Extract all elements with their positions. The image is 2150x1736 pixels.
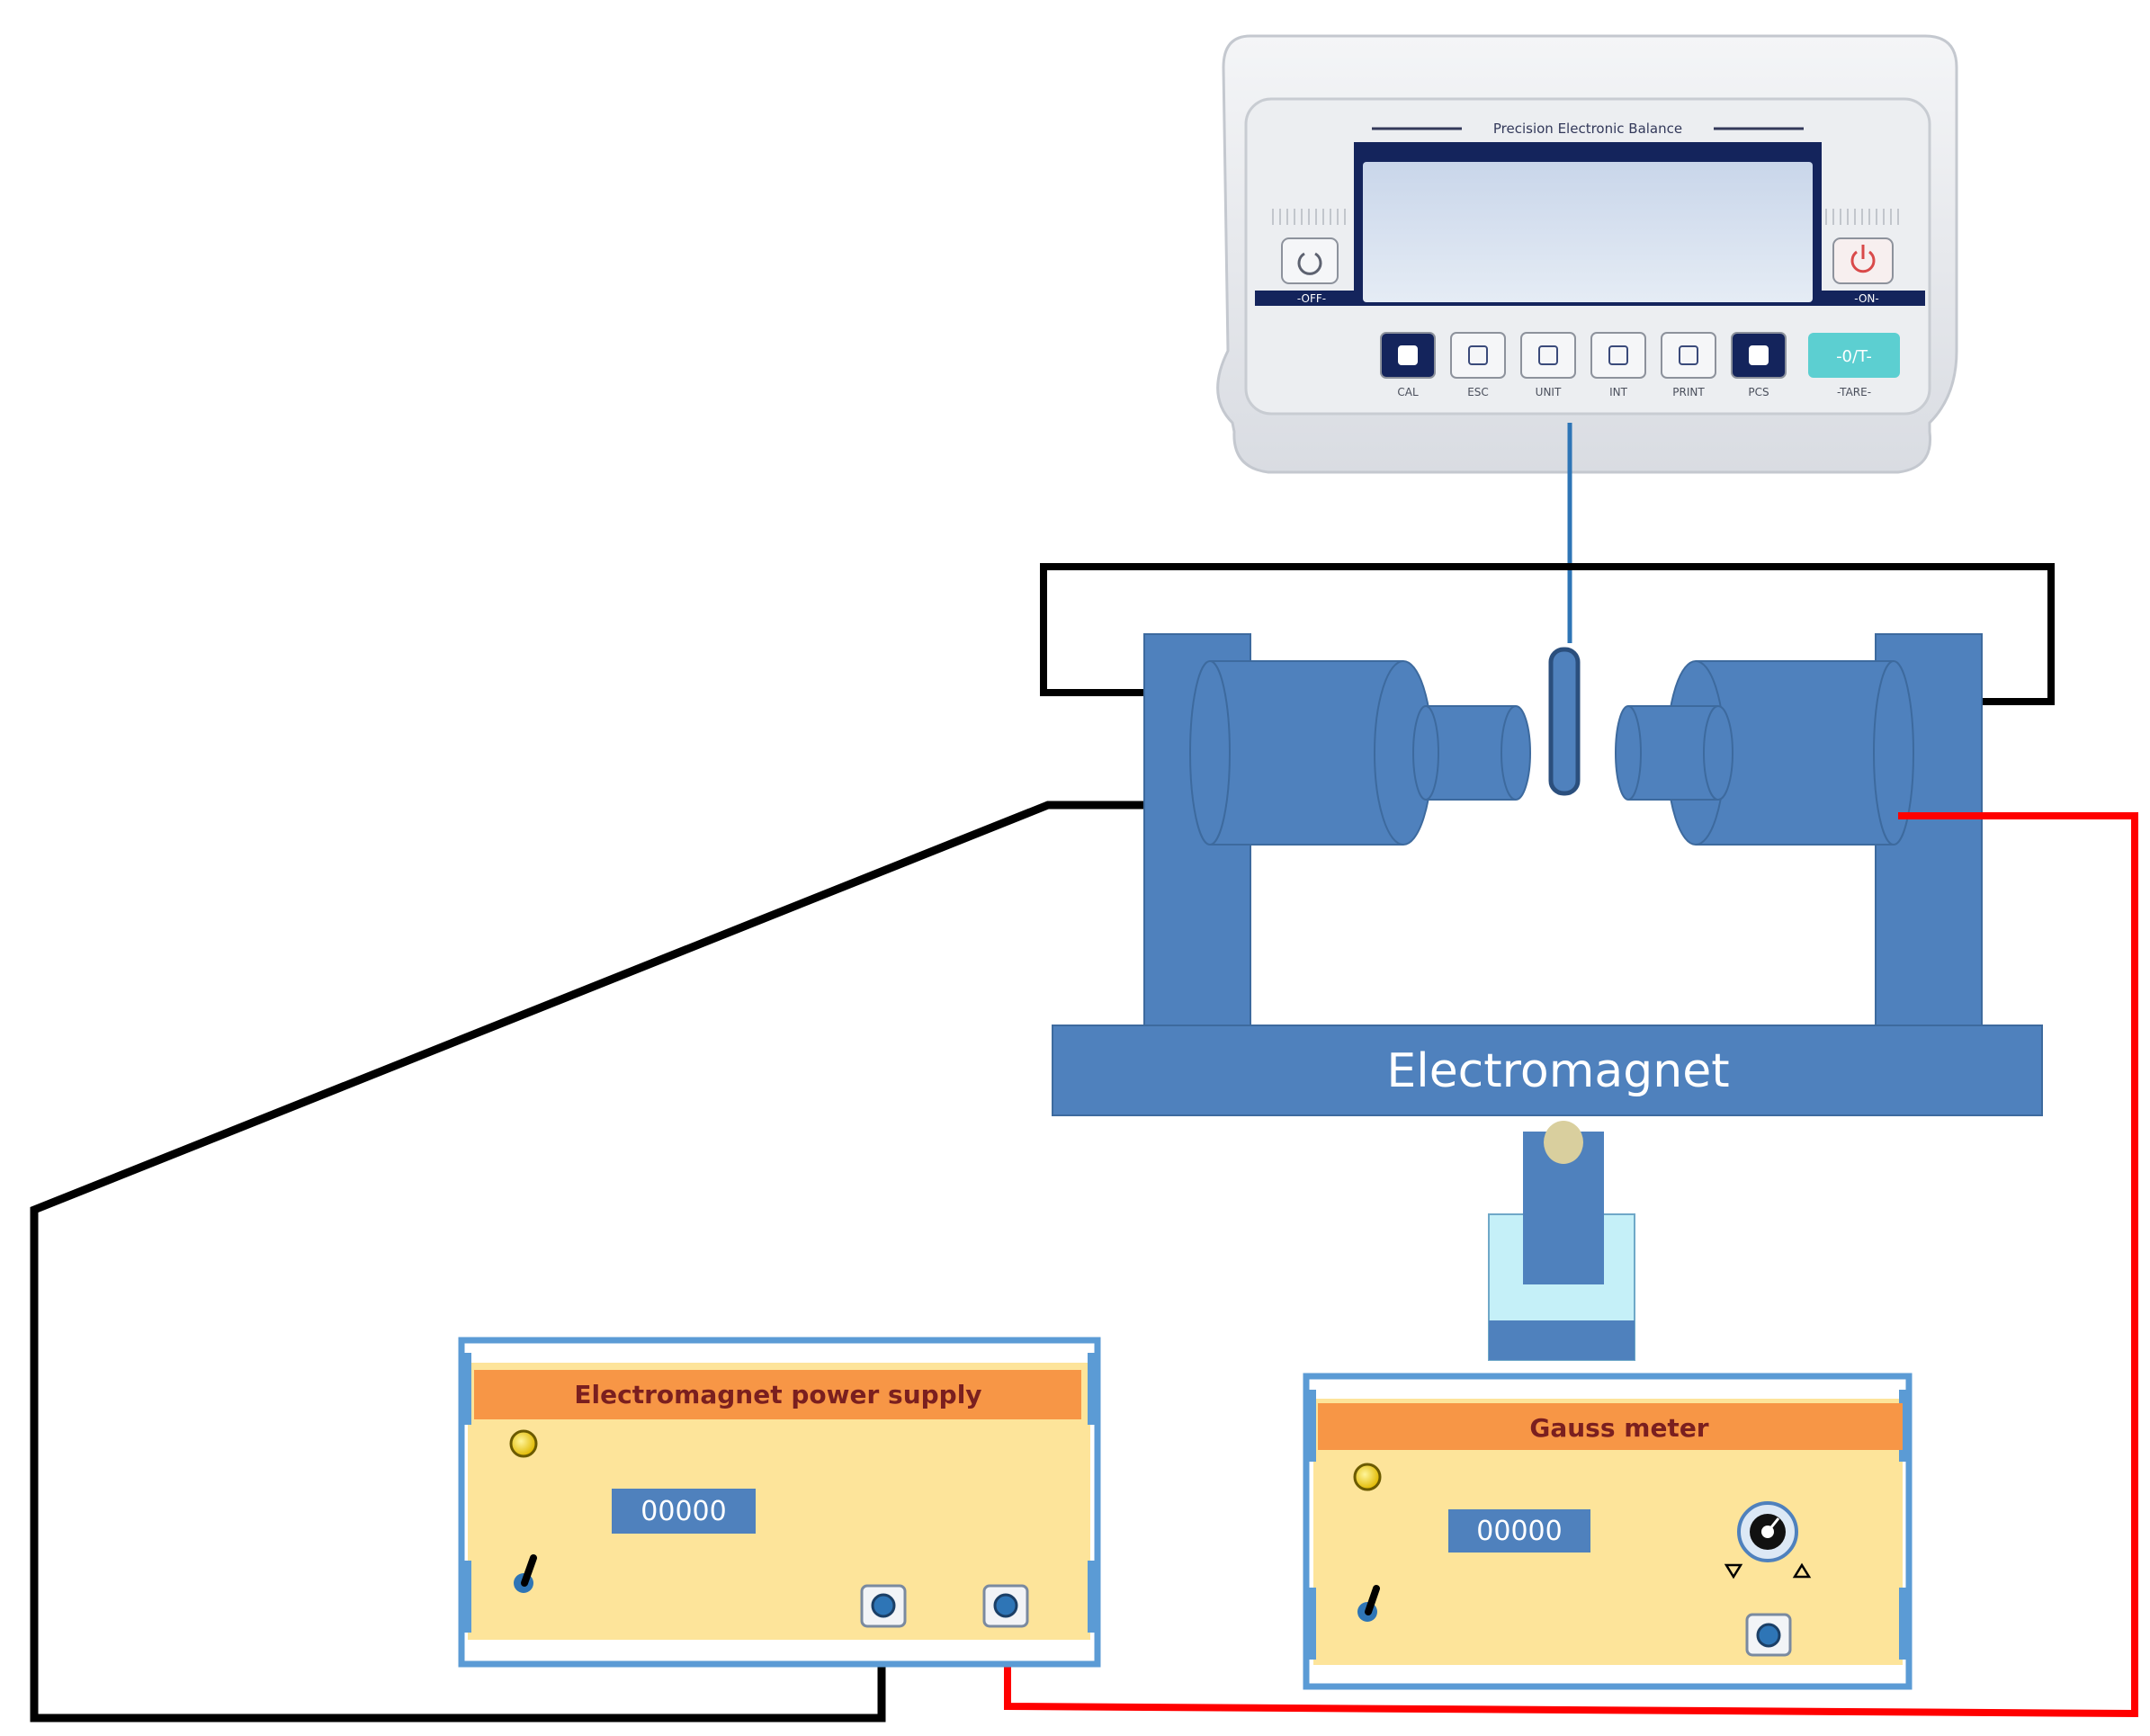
gauss-meter-title: Gauss meter bbox=[1529, 1413, 1708, 1443]
balance-key-pcs[interactable] bbox=[1731, 332, 1787, 379]
balance-on-label: -ON- bbox=[1854, 292, 1878, 305]
electromagnet-label: Electromagnet bbox=[1386, 1044, 1729, 1098]
balance-vent-right bbox=[1825, 209, 1899, 225]
balance-lcd-screen bbox=[1363, 162, 1813, 302]
black-wire-coil-link bbox=[1040, 563, 2055, 705]
balance-key-label: PRINT bbox=[1672, 386, 1705, 398]
gauss-meter-display: 00000 bbox=[1448, 1509, 1590, 1553]
gauss-meter-switch[interactable] bbox=[1357, 1585, 1380, 1622]
balance-off-label: -OFF- bbox=[1297, 292, 1326, 305]
power-icon bbox=[1850, 245, 1876, 273]
gauss-meter-probe-socket[interactable] bbox=[1745, 1613, 1792, 1657]
balance-key-print[interactable] bbox=[1661, 332, 1716, 379]
unit-icon bbox=[1538, 345, 1558, 365]
esc-icon bbox=[1468, 345, 1488, 365]
gauss-meter-header bbox=[1318, 1403, 1903, 1450]
power-supply-switch[interactable] bbox=[514, 1554, 537, 1593]
balance-keypad: CAL ESC UNIT INT PRINT PCS bbox=[1380, 332, 1787, 398]
pcs-icon bbox=[1749, 345, 1769, 365]
balance-key-esc[interactable] bbox=[1450, 332, 1506, 379]
balance-key-label: UNIT bbox=[1536, 386, 1562, 398]
cal-icon bbox=[1398, 345, 1418, 365]
balance-tare-key[interactable]: -0/T- bbox=[1808, 333, 1900, 378]
int-icon bbox=[1608, 345, 1628, 365]
power-supply-red-terminal[interactable] bbox=[982, 1584, 1029, 1628]
power-supply-header bbox=[474, 1370, 1081, 1419]
power-supply-title: Electromagnet power supply bbox=[574, 1380, 981, 1409]
power-supply-black-terminal[interactable] bbox=[860, 1584, 907, 1628]
gauss-meter: Gauss meter 00000 bbox=[1303, 1373, 1913, 1690]
gauss-meter-indicator-led bbox=[1353, 1463, 1382, 1491]
power-supply-indicator-led bbox=[509, 1429, 538, 1458]
knob-increase-arrow-icon bbox=[1792, 1562, 1812, 1579]
magnet-left-coil bbox=[1189, 660, 1531, 846]
power-supply-display: 00000 bbox=[612, 1489, 756, 1534]
balance-key-int[interactable] bbox=[1590, 332, 1646, 379]
balance-key-unit[interactable] bbox=[1520, 332, 1576, 379]
black-wire-to-power-supply bbox=[30, 801, 1210, 1723]
electromagnet-power-supply: Electromagnet power supply 00000 bbox=[458, 1337, 1101, 1668]
balance-brand-label: Precision Electronic Balance bbox=[1493, 121, 1682, 137]
probe-tip bbox=[1544, 1121, 1583, 1164]
electromagnet: Electromagnet bbox=[1052, 633, 2043, 1116]
gauss-meter-readout: 00000 bbox=[1476, 1516, 1562, 1547]
red-wire bbox=[1004, 812, 2138, 1718]
power-supply-readout: 00000 bbox=[641, 1496, 726, 1527]
balance-off-button[interactable] bbox=[1281, 237, 1339, 284]
balance-key-label: INT bbox=[1609, 386, 1628, 398]
tare-key-text: -0/T- bbox=[1836, 347, 1872, 366]
sample-tube bbox=[1548, 647, 1581, 796]
balance-key-cal[interactable] bbox=[1380, 332, 1436, 379]
magnet-right-coil bbox=[1615, 660, 1914, 846]
power-icon bbox=[1297, 252, 1322, 275]
print-icon bbox=[1679, 345, 1698, 365]
balance-on-button[interactable] bbox=[1832, 237, 1894, 284]
knob-decrease-arrow-icon bbox=[1724, 1563, 1743, 1579]
electronic-balance: Precision Electronic Balance -OFF- -ON- bbox=[1216, 34, 1958, 474]
gauss-probe bbox=[1488, 1121, 1635, 1361]
probe-holder-base bbox=[1489, 1320, 1635, 1360]
balance-vent-left bbox=[1272, 209, 1346, 225]
balance-key-label: CAL bbox=[1397, 386, 1419, 398]
balance-key-label: ESC bbox=[1467, 386, 1489, 398]
balance-key-label: PCS bbox=[1748, 386, 1769, 398]
gauss-meter-knob[interactable] bbox=[1737, 1501, 1798, 1562]
magnet-base bbox=[1052, 1025, 2043, 1116]
tare-key-label: -TARE- bbox=[1837, 386, 1871, 398]
